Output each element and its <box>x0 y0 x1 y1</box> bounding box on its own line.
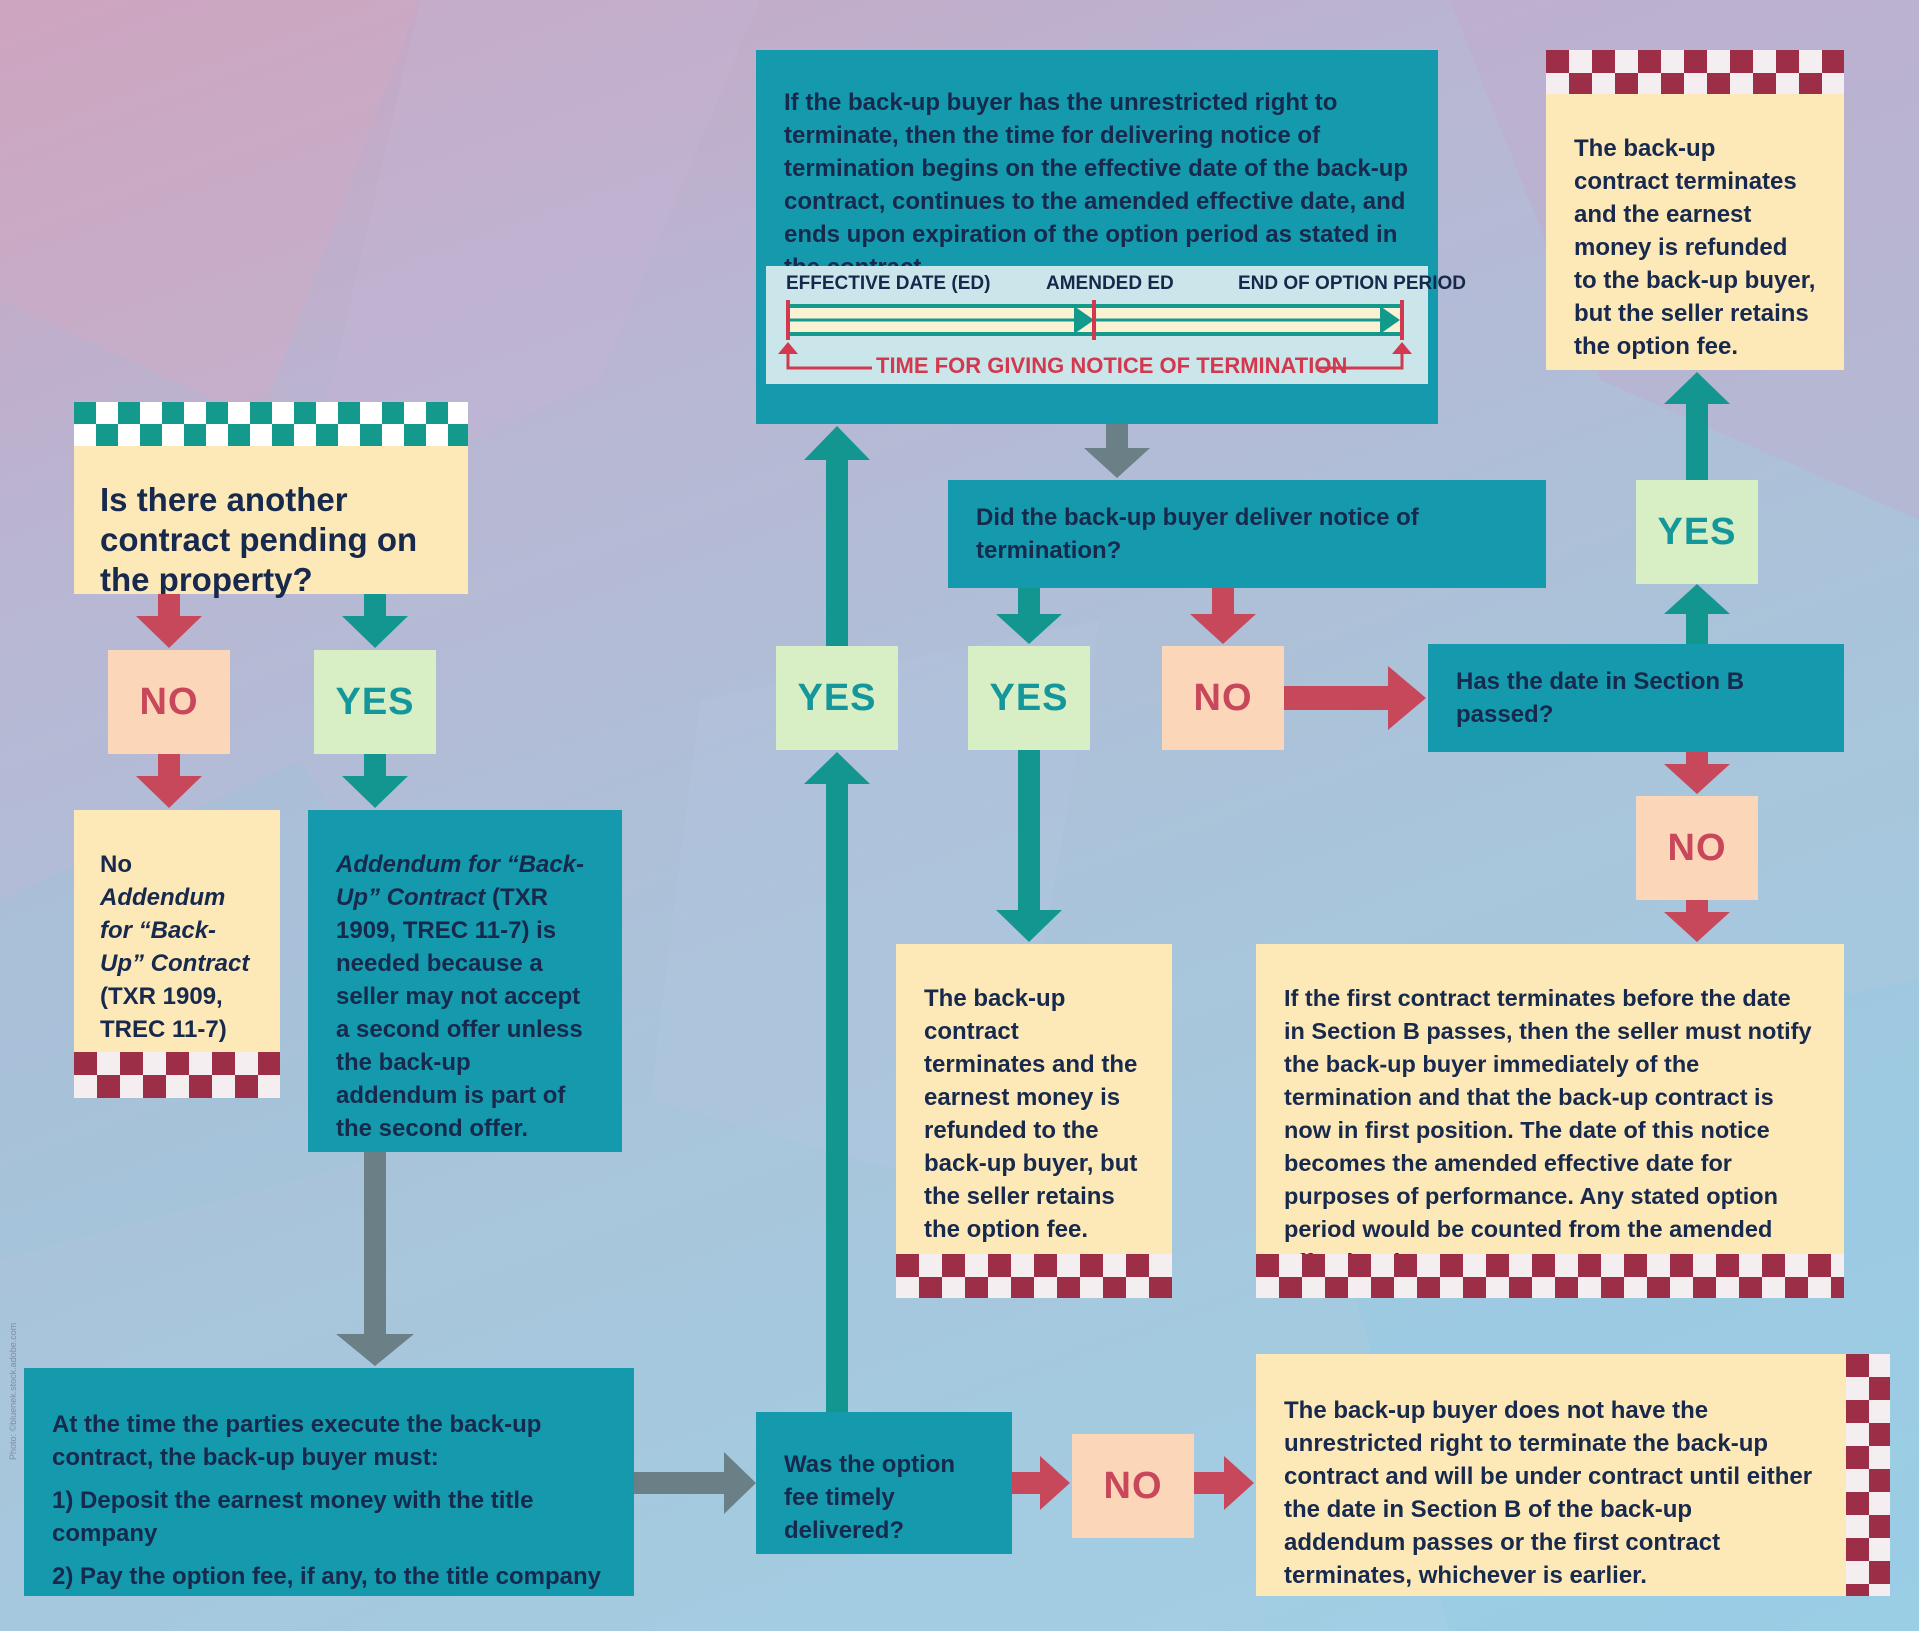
photo-credit: Photo: ©bluenek.stock.adobe.com <box>8 1322 18 1460</box>
execute-backup-requirements: At the time the parties execute the back… <box>24 1368 634 1596</box>
first-position-notice: If the first contract terminates before … <box>1256 944 1844 1275</box>
arrow-option-fee-to-no <box>1012 1456 1070 1510</box>
timeline-end-option: END OF OPTION PERIOD <box>1238 273 1467 294</box>
label-text: YES <box>335 680 415 723</box>
terminates-mid-text: The back-up contract terminates and the … <box>924 985 1138 1243</box>
arrow-pending-to-no <box>136 594 202 808</box>
terminates-refund-top: The back-up contract terminates and the … <box>1546 94 1844 370</box>
timeline-graphic <box>778 300 1412 370</box>
arrow-section-b-to-yes <box>1664 584 1730 644</box>
label-text: NO <box>1103 1464 1163 1507</box>
label-no-option-fee: NO <box>1072 1434 1194 1538</box>
unrestricted-text: If the back-up buyer has the unrestricte… <box>784 89 1409 281</box>
arrow-notice-to-no <box>1190 588 1256 644</box>
arrow-yes-to-terminates-top <box>1664 372 1730 480</box>
no-unrestricted-right: The back-up buyer does not have the unre… <box>1256 1354 1846 1596</box>
option-fee-text: Was the option fee timely delivered? <box>784 1451 956 1544</box>
arrow-option-fee-to-unrestricted <box>804 426 870 1412</box>
label-no-section-b: NO <box>1636 796 1758 900</box>
execute-step-2: 2) Pay the option fee, if any, to the ti… <box>52 1563 601 1590</box>
label-text: YES <box>1657 510 1737 553</box>
arrow-pending-to-yes <box>342 594 408 808</box>
execute-intro: At the time the parties execute the back… <box>52 1411 542 1471</box>
label-text: NO <box>139 680 199 723</box>
checker-pattern-red-vertical <box>1846 1354 1890 1596</box>
label-text: YES <box>989 676 1069 719</box>
question-contract-pending: Is there another contract pending on the… <box>74 446 468 598</box>
label-no-notice: NO <box>1162 646 1284 750</box>
no-unrestricted-text: The back-up buyer does not have the unre… <box>1284 1397 1813 1589</box>
question-option-fee: Was the option fee timely delivered? <box>756 1412 1012 1554</box>
addendum-needed: Addendum for “Back-Up” Contract (TXR 190… <box>308 810 622 1152</box>
question-text: Is there another contract pending on the… <box>100 481 418 598</box>
no-addendum-text: No Addendum for “Back-Up” Contract (TXR … <box>100 851 250 1076</box>
terminates-refund-middle: The back-up contract terminates and the … <box>896 944 1172 1254</box>
arrow-yes-to-terminates-mid <box>996 750 1062 942</box>
arrow-addendum-to-execute <box>336 1152 414 1366</box>
arrow-no-to-section-b <box>1284 666 1426 730</box>
checker-pattern-red-top <box>1546 50 1844 94</box>
execute-step-1: 1) Deposit the earnest money with the ti… <box>52 1487 534 1547</box>
label-text: NO <box>1667 826 1727 869</box>
addendum-text: Addendum for “Back-Up” Contract (TXR 190… <box>336 851 585 1142</box>
timeline-amended-ed: AMENDED ED <box>1046 273 1174 294</box>
checker-pattern-teal <box>74 402 468 446</box>
arrow-no-to-no-unrestricted <box>1194 1456 1254 1510</box>
label-text: NO <box>1193 676 1253 719</box>
checker-pattern-red-right <box>1256 1254 1844 1298</box>
question-section-b: Has the date in Section B passed? <box>1428 644 1844 752</box>
label-no-pending: NO <box>108 650 230 754</box>
terminates-top-text: The back-up contract terminates and the … <box>1574 135 1816 360</box>
no-addendum-needed: No Addendum for “Back-Up” Contract (TXR … <box>74 810 280 1076</box>
label-yes-option-fee: YES <box>776 646 898 750</box>
label-yes-section-b: YES <box>1636 480 1758 584</box>
label-yes-notice: YES <box>968 646 1090 750</box>
arrow-unrestricted-to-notice <box>1084 424 1150 478</box>
timeline-notice-window: TIME FOR GIVING NOTICE OF TERMINATION <box>876 353 1348 378</box>
section-b-text: Has the date in Section B passed? <box>1456 668 1745 728</box>
arrow-notice-to-yes <box>996 588 1062 644</box>
notice-question-text: Did the back-up buyer deliver notice of … <box>976 504 1419 564</box>
label-text: YES <box>797 676 877 719</box>
label-yes-pending: YES <box>314 650 436 754</box>
checker-pattern-red <box>74 1052 280 1098</box>
question-notice-delivered: Did the back-up buyer deliver notice of … <box>948 480 1546 588</box>
arrow-execute-to-option-fee <box>634 1452 756 1514</box>
arrow-section-b-to-no <box>1664 752 1730 794</box>
timeline-effective-date: EFFECTIVE DATE (ED) <box>786 273 991 294</box>
arrow-no-to-first-position <box>1664 900 1730 942</box>
checker-pattern-red-mid <box>896 1254 1172 1298</box>
